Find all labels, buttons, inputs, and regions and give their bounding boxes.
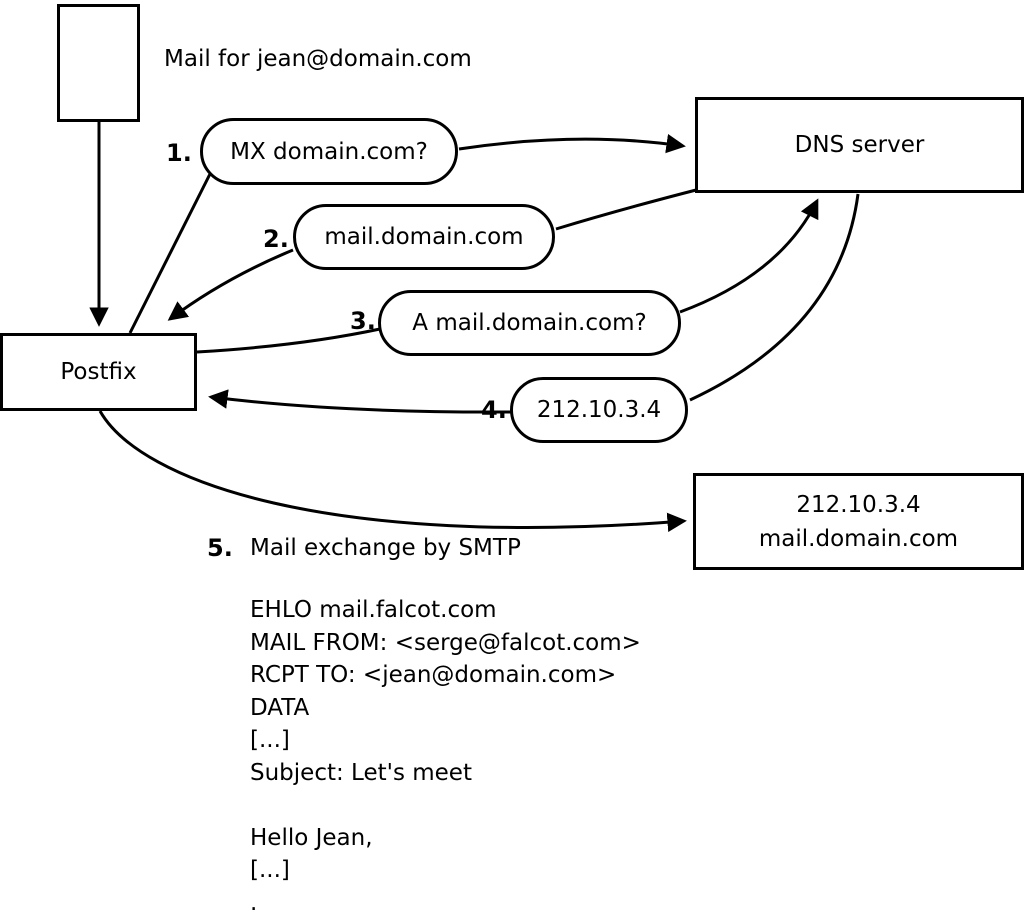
smtp-line: Subject: Let's meet [250, 759, 472, 786]
mail-note: Mail for jean@domain.com [164, 46, 472, 72]
arrow-a-answer-to-postfix [208, 389, 513, 414]
step-number-3: 3. [350, 307, 376, 335]
smtp-line: [...] [250, 857, 290, 883]
mail-envelope-icon [57, 4, 140, 122]
arrow-mx-answer-to-postfix [167, 248, 294, 321]
smtp-line: . [250, 889, 258, 916]
step-number-2: 2. [263, 225, 289, 253]
smtp-line: DATA [250, 694, 310, 721]
smtp-line [250, 792, 641, 825]
line-dns-to-a-answer [689, 193, 860, 402]
line-postfix-to-a-query [196, 327, 381, 354]
mail-server-hostname: mail.domain.com [758, 525, 959, 552]
node-postfix: Postfix [0, 333, 197, 411]
line-dns-to-mx-answer [555, 187, 701, 231]
arrow-mx-query-to-dns [458, 133, 686, 154]
smtp-transcript: EHLO mail.falcot.com MAIL FROM: <serge@f… [250, 597, 641, 919]
pill-a-query-label: A mail.domain.com? [412, 310, 647, 336]
smtp-line: RCPT TO: <jean@domain.com> [250, 662, 617, 688]
pill-mx-answer: mail.domain.com [293, 204, 555, 270]
step-number-1: 1. [166, 139, 192, 167]
step-number-4: 4. [481, 396, 507, 424]
line-postfix-to-mx-query [128, 169, 214, 334]
node-mail-server: 212.10.3.4 mail.domain.com [693, 473, 1024, 570]
smtp-line: MAIL FROM: <serge@falcot.com> [250, 629, 641, 656]
pill-a-answer-label: 212.10.3.4 [536, 397, 662, 423]
postfix-label: Postfix [60, 359, 137, 385]
pill-a-answer: 212.10.3.4 [510, 377, 688, 443]
pill-a-query: A mail.domain.com? [378, 290, 681, 356]
pill-mx-answer-label: mail.domain.com [324, 224, 524, 250]
smtp-line: Hello Jean, [250, 824, 373, 851]
mail-server-ip: 212.10.3.4 [796, 491, 921, 518]
dns-server-label: DNS server [794, 132, 925, 158]
step-5-label: Mail exchange by SMTP [250, 535, 521, 561]
step-number-5: 5. [207, 534, 233, 562]
node-dns-server: DNS server [695, 97, 1024, 193]
arrow-a-query-to-dns [679, 198, 819, 314]
smtp-line: EHLO mail.falcot.com [250, 597, 497, 623]
pill-mx-query-label: MX domain.com? [230, 138, 428, 165]
pill-mx-query: MX domain.com? [200, 118, 458, 185]
smtp-line: [...] [250, 727, 290, 753]
arrow-postfix-to-mailserver [98, 410, 687, 533]
